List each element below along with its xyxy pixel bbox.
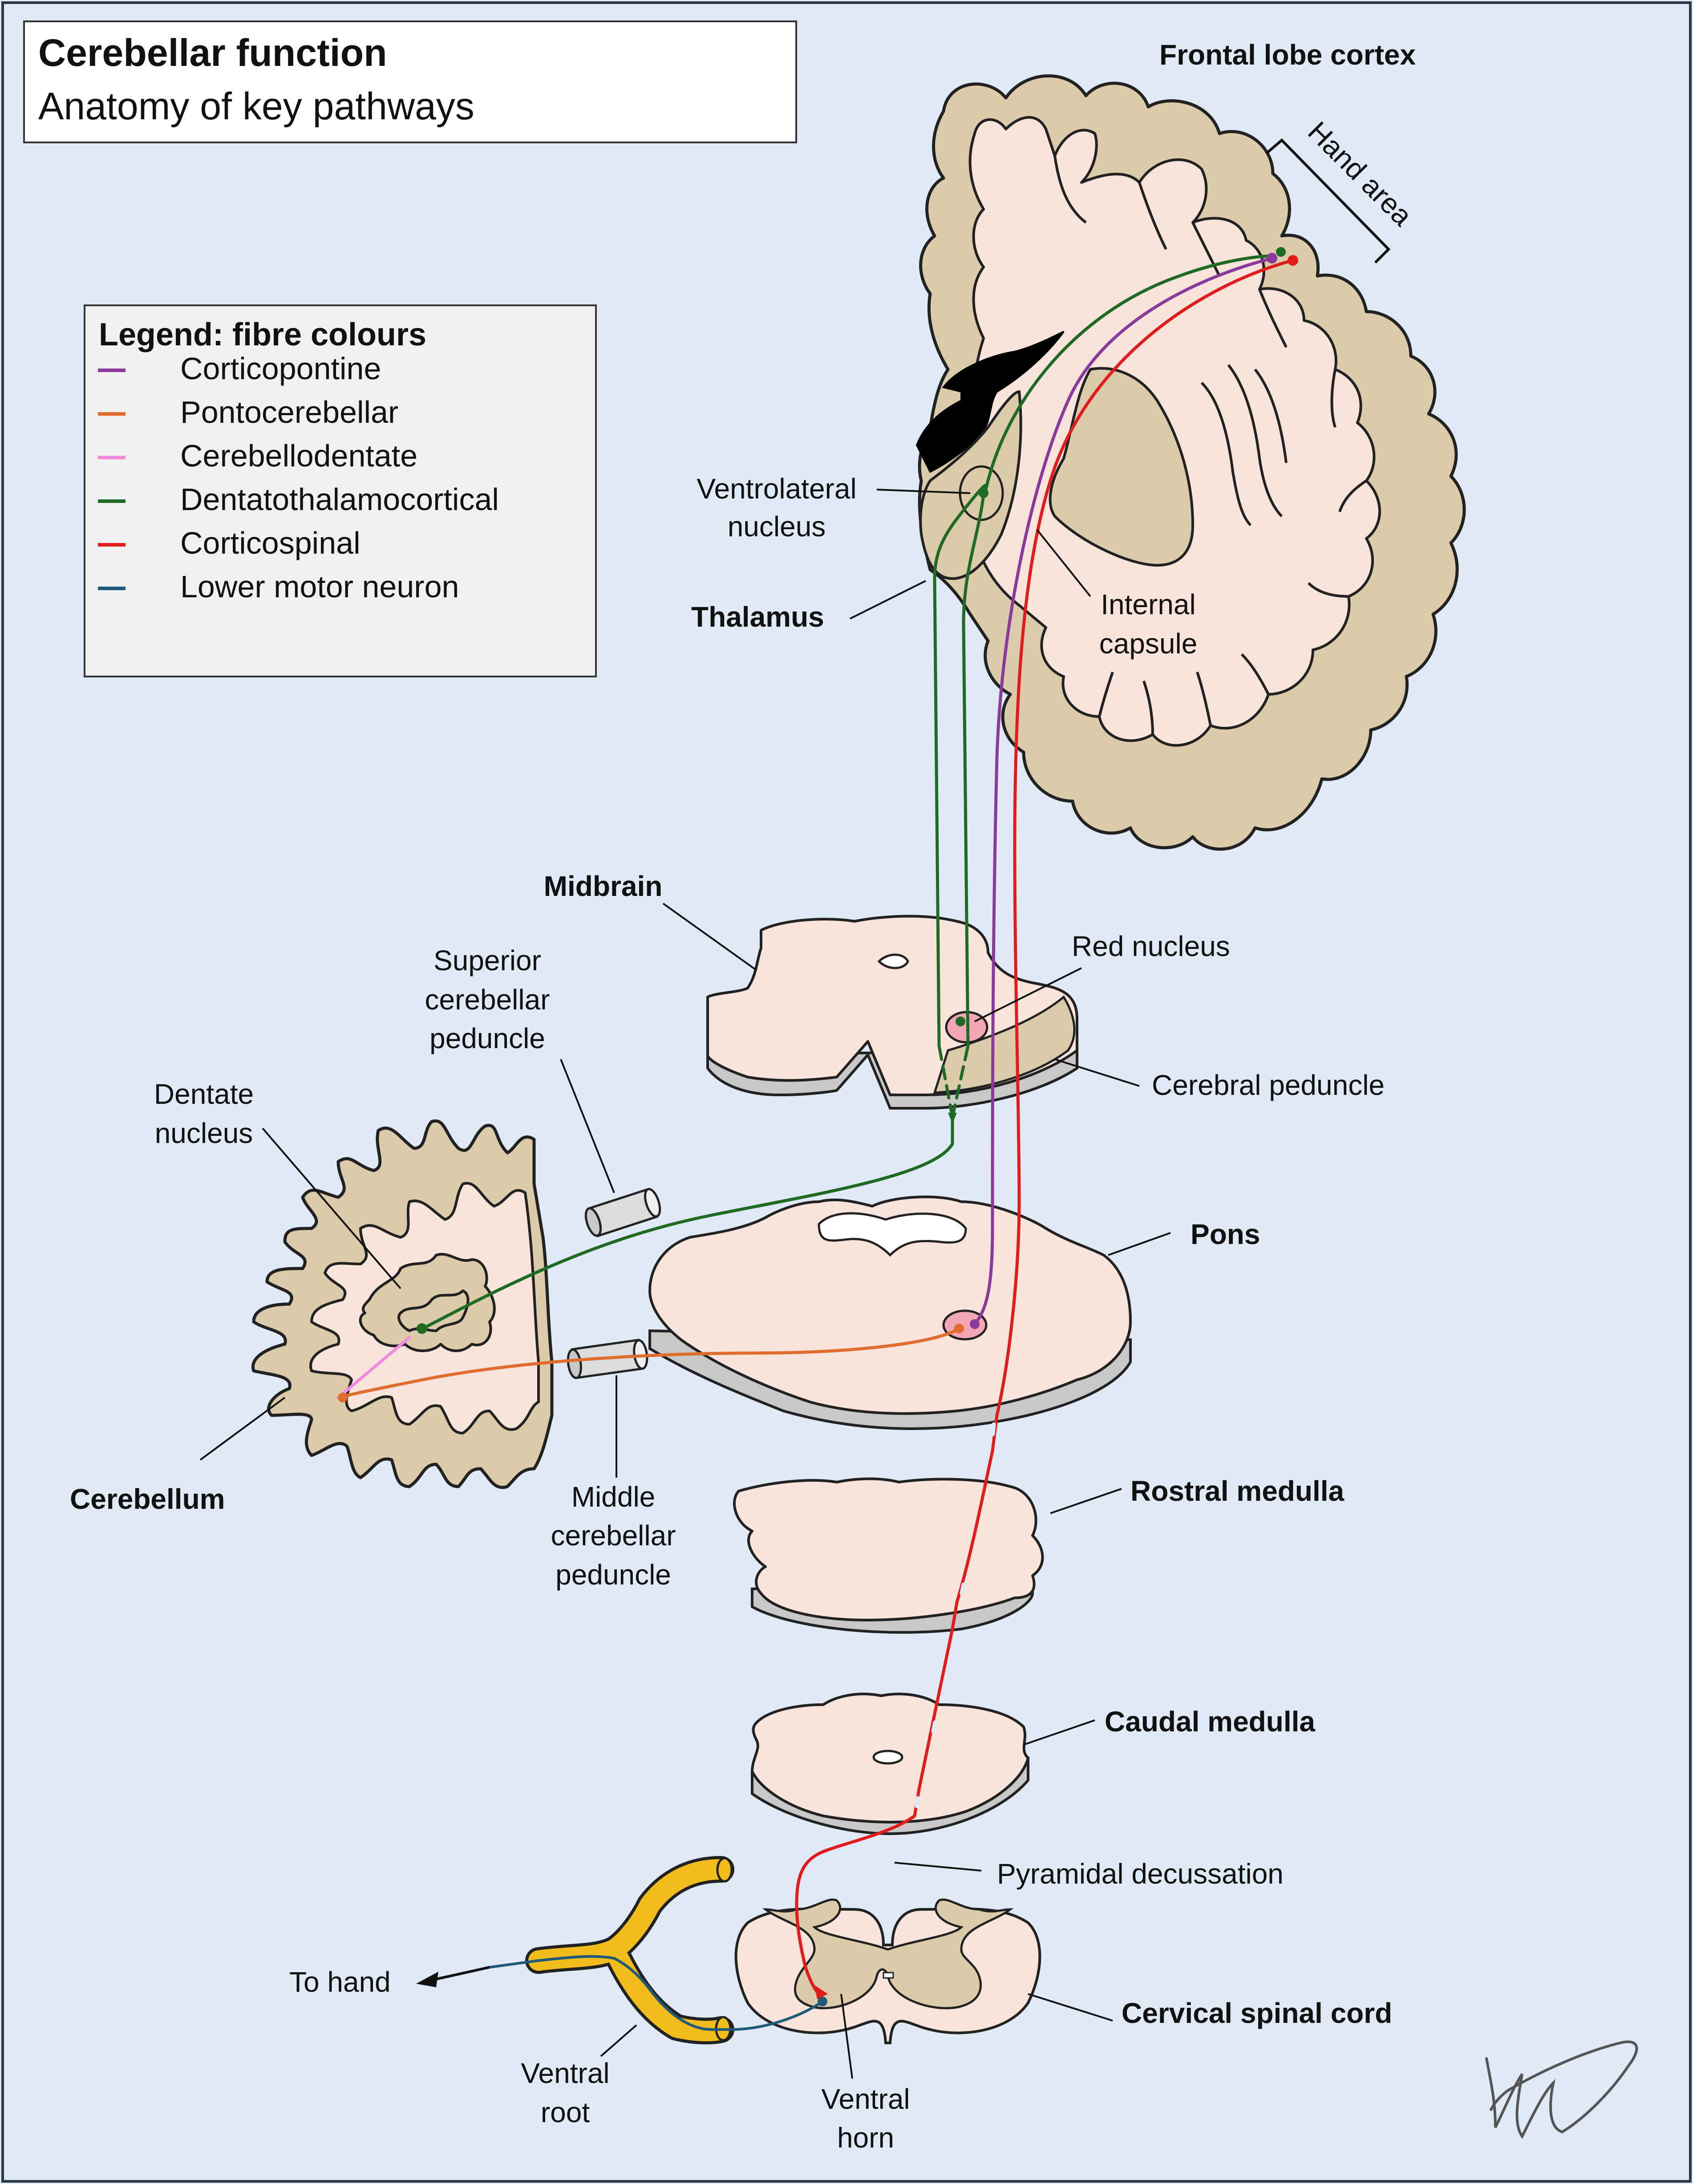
label-internal-capsule-1: Internal (1101, 588, 1195, 620)
legend-label: Dentatothalamocortical (180, 482, 499, 517)
fibre-pathways (336, 254, 1295, 2031)
legend-label: Lower motor neuron (180, 569, 459, 604)
fourth-ventricle-pons (818, 1212, 967, 1257)
synapse-cortex-red (1288, 255, 1298, 266)
author-signature (1485, 2040, 1638, 2139)
central-canal (872, 1750, 903, 1765)
label-thalamus: Thalamus (691, 601, 824, 633)
leader-lines (199, 489, 1171, 2079)
label-ventral-horn-1: Ventral (821, 2083, 910, 2115)
labels: Frontal lobe cortex Hand area Ventrolate… (70, 39, 1419, 2154)
synapse-pons-purple (970, 1319, 980, 1329)
legend-label: Pontocerebellar (180, 395, 398, 430)
frontal-lobe-section (915, 74, 1466, 851)
synapse-pons-orange (954, 1324, 964, 1333)
title-box: Cerebellar function Anatomy of key pathw… (23, 20, 797, 143)
label-dentate-1: Dentate (154, 1078, 254, 1110)
legend-label: Corticospinal (180, 526, 360, 560)
pons-section (648, 1195, 1132, 1430)
dentatothalamocortical-fibre-dashed (937, 1044, 970, 1119)
pontocerebellar-fibre (336, 1327, 961, 1399)
synapse-markers (338, 247, 1298, 2006)
lower-motor-neuron-fibre (488, 1955, 824, 2031)
dentate-nucleus (359, 1253, 496, 1352)
label-middle-3: peduncle (555, 1559, 671, 1591)
dentatothalamocortical-fibre-ascending (933, 254, 1275, 1048)
midbrain-section (706, 915, 1078, 1110)
synapse-red-nucleus-green (956, 1017, 965, 1026)
sulcus (1053, 155, 1367, 735)
label-caudal-medulla: Caudal medulla (1105, 1706, 1315, 1738)
lateral-ventricle (915, 331, 1065, 473)
superior-cerebellar-peduncle (584, 1187, 661, 1238)
legend-label: Cerebellodentate (180, 438, 417, 473)
label-superior-1: Superior (433, 944, 541, 977)
lentiform-nucleus (1049, 367, 1195, 567)
label-pyramidal-decussation: Pyramidal decussation (997, 1858, 1284, 1890)
legend-item: Pontocerebellar (98, 395, 398, 430)
label-ventral-root-1: Ventral (521, 2057, 609, 2089)
rostral-medulla-top (733, 1477, 1044, 1621)
label-midbrain: Midbrain (544, 870, 663, 902)
label-cerebral-peduncle: Cerebral peduncle (1152, 1069, 1385, 1101)
corticospinal-gaps (915, 1422, 996, 1808)
central-canal-cord (883, 1972, 894, 1979)
legend-label: Corticopontine (180, 351, 381, 386)
label-red-nucleus: Red nucleus (1072, 930, 1230, 962)
synapse-cerebellum-orange (338, 1393, 348, 1402)
pons-top (648, 1195, 1132, 1415)
label-superior-3: peduncle (429, 1022, 545, 1054)
label-middle-2: cerebellar (551, 1519, 676, 1552)
legend-heading: Legend: fibre colours (99, 317, 426, 353)
title-sub: Anatomy of key pathways (38, 85, 474, 128)
legend-item: Cerebellodentate (98, 438, 417, 473)
synapse-thalamus-green (979, 488, 988, 498)
synapse-cortex-green (1276, 247, 1286, 257)
to-hand-arrow-line (429, 1966, 490, 1982)
dorsal-root-end (716, 1857, 733, 1883)
legend-item: Lower motor neuron (98, 569, 459, 604)
insula-folds (1200, 364, 1288, 527)
legend-item: Dentatothalamocortical (98, 482, 499, 517)
label-frontal-lobe: Frontal lobe cortex (1159, 39, 1416, 71)
caudal-medulla-section (751, 1693, 1029, 1836)
label-rostral-medulla: Rostral medulla (1130, 1475, 1345, 1507)
synapse-cord-blue (818, 1997, 827, 2006)
label-ventrolateral-1: Ventrolateral (697, 473, 856, 505)
synapse-cortex-purple (1267, 253, 1277, 263)
legend-item: Corticospinal (98, 526, 360, 560)
to-hand-arrowhead (416, 1972, 438, 1987)
label-cervical-cord: Cervical spinal cord (1122, 1997, 1392, 2029)
legend-item: Corticopontine (98, 351, 381, 386)
label-to-hand: To hand (289, 1966, 391, 1998)
rostral-medulla-section (733, 1477, 1044, 1634)
aqueduct (877, 953, 909, 969)
label-cerebellum: Cerebellum (70, 1483, 225, 1515)
label-dentate-2: nucleus (155, 1117, 253, 1149)
label-ventral-horn-2: horn (837, 2122, 894, 2154)
cerebellodentate-fibre (336, 1336, 411, 1399)
corticospinal-decussation (795, 1814, 916, 1996)
label-superior-2: cerebellar (425, 984, 550, 1016)
synapse-dentate-green (417, 1323, 427, 1334)
legend: Legend: fibre colours CorticopontinePont… (84, 304, 597, 677)
title-main: Cerebellar function (38, 32, 387, 74)
label-pons: Pons (1191, 1218, 1260, 1250)
label-middle-1: Middle (571, 1481, 656, 1513)
dentatothalamocortical-fibre (421, 1115, 954, 1330)
label-internal-capsule-2: capsule (1099, 628, 1198, 660)
grey-matter (762, 1898, 1014, 2010)
corticopontine-fibre (973, 256, 1275, 1326)
hand-area-bracket (1265, 138, 1391, 264)
label-ventrolateral-2: nucleus (728, 511, 826, 543)
cerebral-peduncle-area (933, 995, 1076, 1094)
corticospinal-arrowhead (814, 1985, 828, 1999)
label-ventral-root-2: root (541, 2096, 590, 2128)
dentato-arrowhead (948, 1113, 957, 1124)
